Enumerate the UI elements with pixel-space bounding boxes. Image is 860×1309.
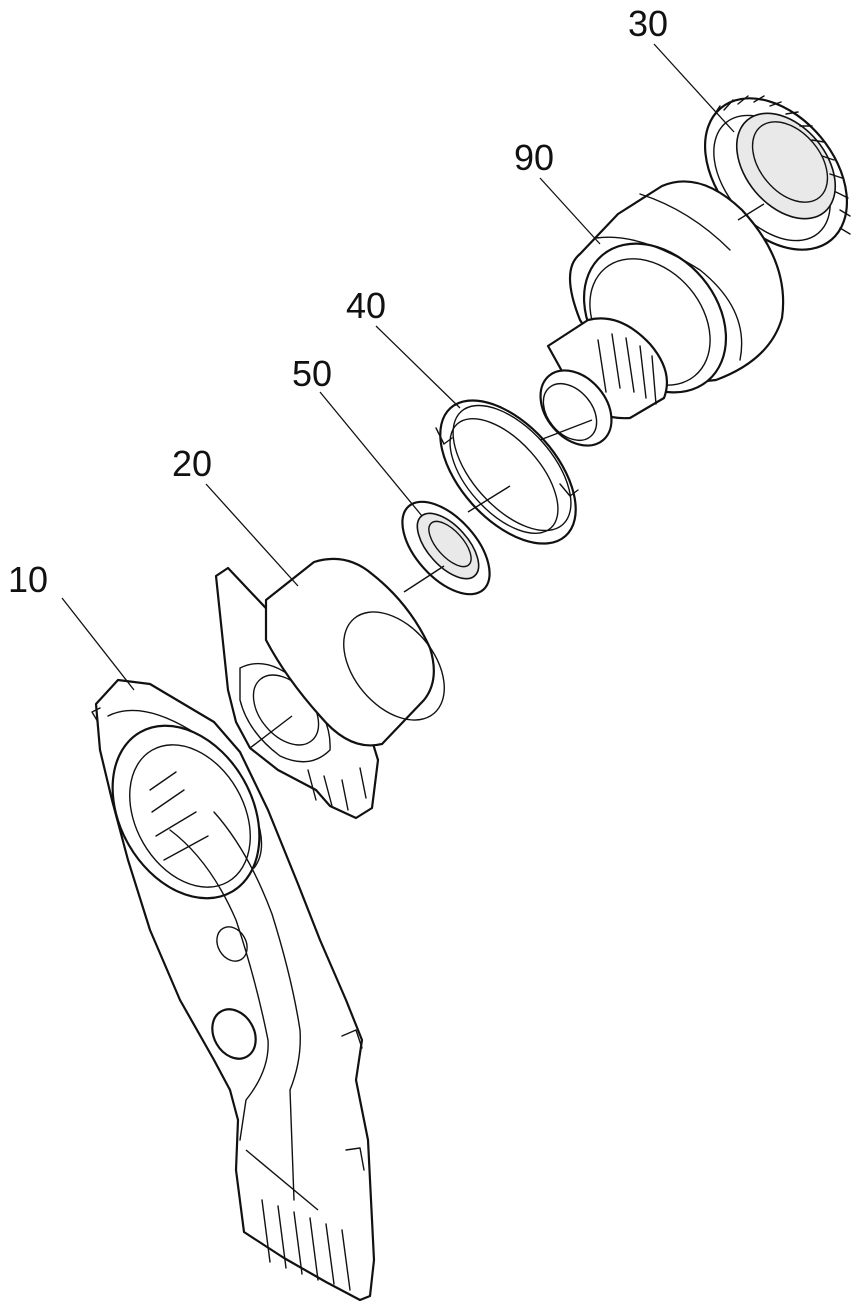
label-40: 40 [346,285,386,326]
leader-90 [539,177,601,245]
part-40-clamp-ring [435,399,579,545]
part-20-fan-housing [214,557,445,820]
assembly-axis [245,203,765,1211]
leader-50 [319,391,423,517]
leader-30 [653,43,735,133]
leader-lines [61,43,735,691]
part-50-gasket [401,500,491,596]
leader-20 [205,483,299,587]
label-50: 50 [292,353,332,394]
label-30: 30 [628,3,668,44]
part-10-base-housing [91,678,376,1302]
leader-40 [375,325,461,409]
part-90-motor-housing [539,180,785,447]
label-20: 20 [172,443,212,484]
reference-labels: 30 90 40 50 20 10 [8,3,668,600]
leader-10 [61,597,135,691]
label-90: 90 [514,137,554,178]
label-10: 10 [8,559,48,600]
